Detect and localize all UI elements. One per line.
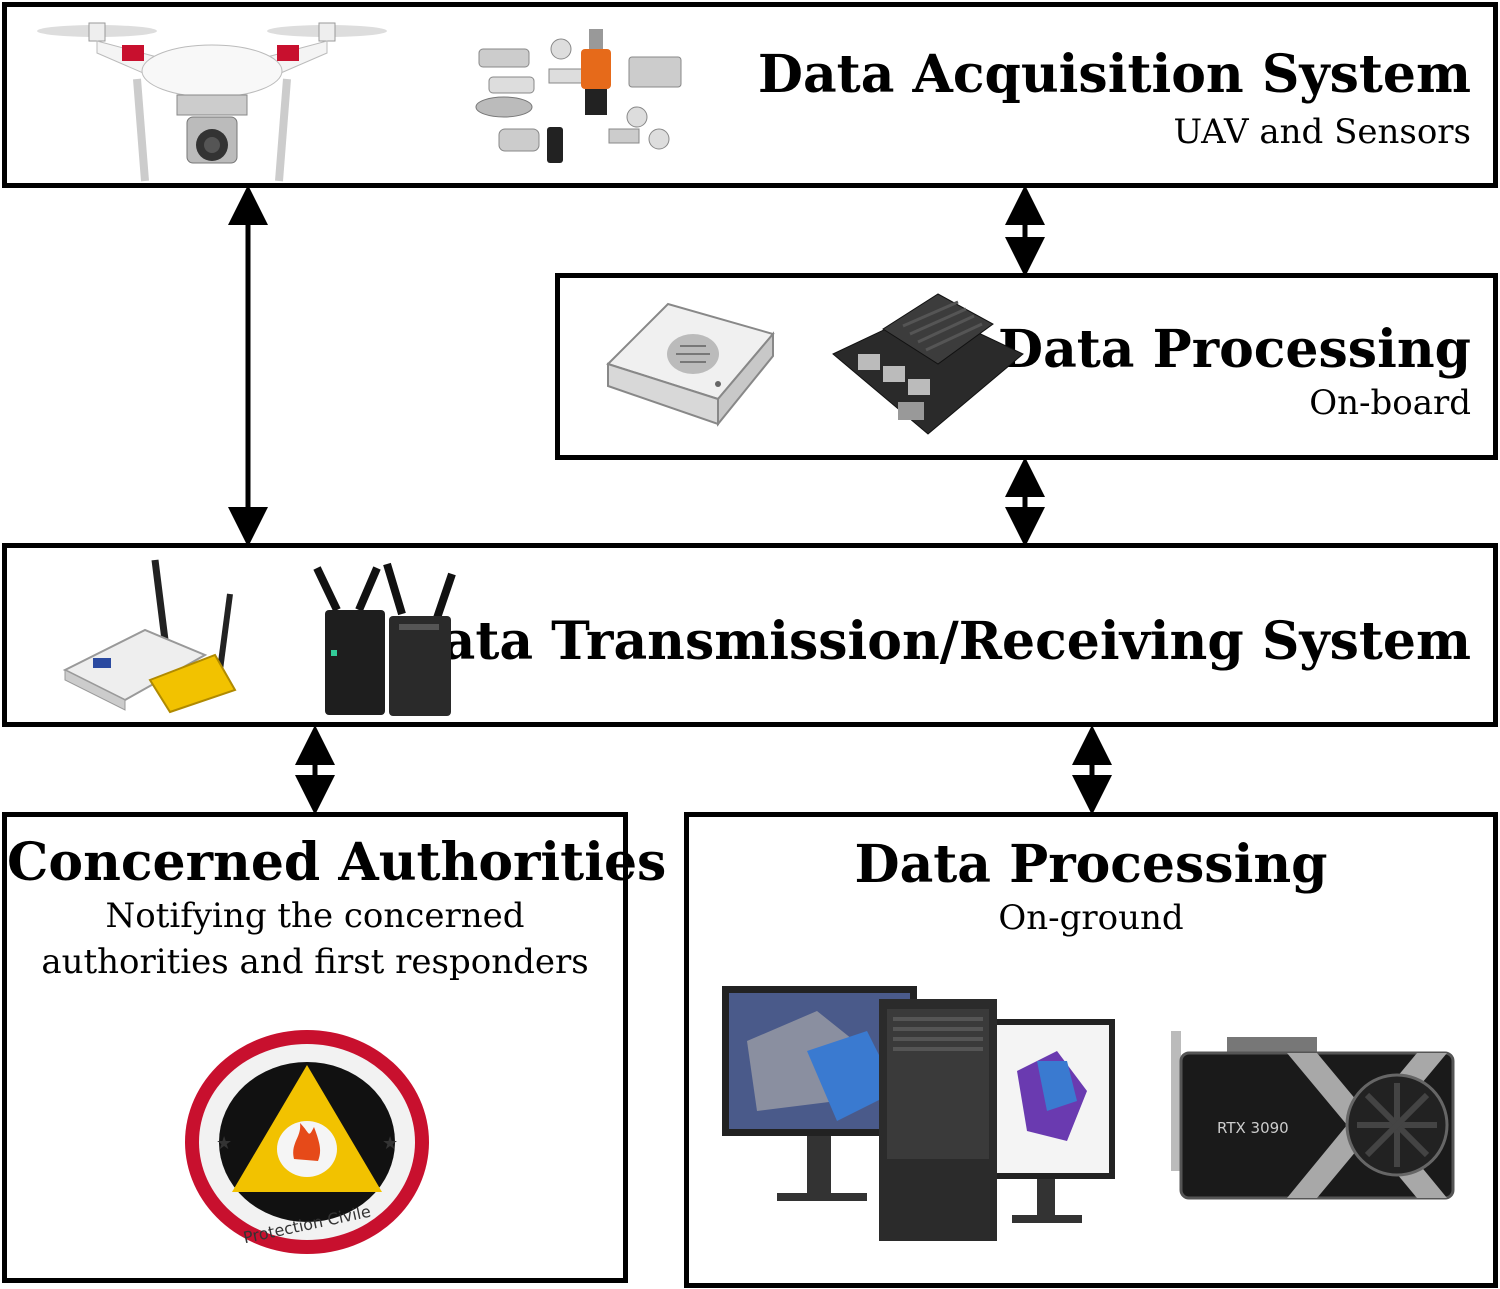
onboard-title: Data Processing <box>997 319 1471 380</box>
jetson-board-icon <box>832 293 1024 435</box>
gpu-label: RTX 3090 <box>1217 1119 1289 1137</box>
sensors-icon <box>475 29 682 163</box>
svg-text:★: ★ <box>216 1133 232 1154</box>
onground-subtitle: On-ground <box>998 898 1184 938</box>
video-transmitter-icon <box>313 562 456 716</box>
onboard-processing-box: Data Processing On-board <box>555 273 1498 460</box>
authorities-box: Concerned Authorities Notifying the conc… <box>2 812 667 1283</box>
transmission-box: Data Transmission/Receiving System <box>2 543 1498 727</box>
workstation-icon <box>722 986 1115 1241</box>
radio-transmitter-icon <box>62 559 237 714</box>
compute-module-icon <box>606 302 775 427</box>
svg-text:★: ★ <box>382 1133 398 1154</box>
onground-processing-box: Data Processing On-ground RTX 3090 <box>684 812 1498 1288</box>
authorities-title: Concerned Authorities <box>7 832 667 893</box>
authorities-subtitle-line2: authorities and first responders <box>41 942 589 982</box>
civil-protection-logo: ★ ★ <box>185 1030 429 1254</box>
transmission-title: Data Transmission/Receiving System <box>396 611 1471 672</box>
acquisition-box: Data Acquisition System UAV and Sensors <box>2 2 1498 188</box>
acquisition-title: Data Acquisition System <box>757 44 1471 105</box>
onboard-subtitle: On-board <box>1309 383 1471 423</box>
onground-title: Data Processing <box>854 834 1328 895</box>
drone-icon <box>37 22 387 182</box>
gpu-card-icon <box>1171 1031 1455 1200</box>
acquisition-subtitle: UAV and Sensors <box>1173 112 1472 152</box>
authorities-subtitle-line1: Notifying the concerned <box>105 896 525 936</box>
